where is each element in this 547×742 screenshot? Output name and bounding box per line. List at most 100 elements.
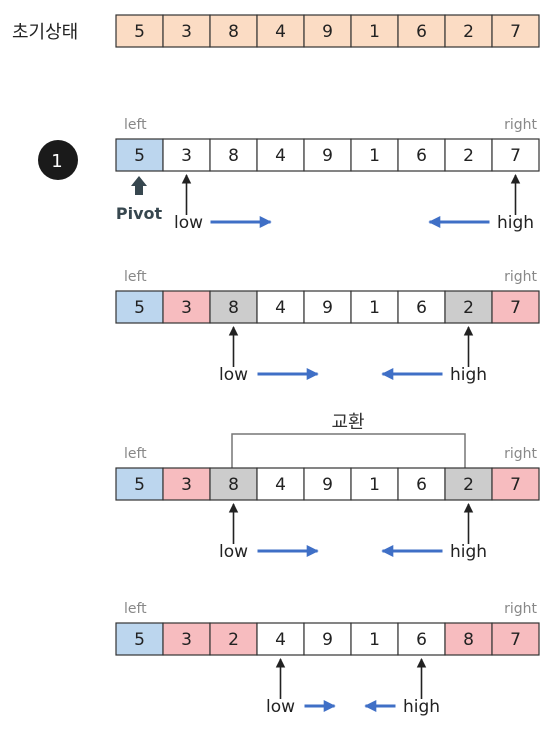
array-cell-box xyxy=(209,290,258,324)
array-cell-value: 7 xyxy=(510,630,521,650)
array-cell-value: 2 xyxy=(463,298,474,318)
array-cell-value: 3 xyxy=(181,630,192,650)
array-cell: 7 xyxy=(491,138,540,172)
right-label: right xyxy=(504,117,537,133)
left-label: left xyxy=(124,269,147,285)
step-badge-number: 1 xyxy=(51,151,62,172)
array-cell: 8 xyxy=(444,622,493,656)
array-cell-box xyxy=(303,14,352,48)
low-label: low xyxy=(219,365,248,385)
array-cell: 5 xyxy=(115,622,164,656)
array-cell: 7 xyxy=(491,14,540,48)
array-cell: 3 xyxy=(162,14,211,48)
array-cell: 4 xyxy=(256,467,305,501)
array-cell-value: 5 xyxy=(134,630,145,650)
array-cell: 4 xyxy=(256,138,305,172)
array-cell: 9 xyxy=(303,290,352,324)
array-cell-box xyxy=(350,467,399,501)
array-cell-box xyxy=(209,14,258,48)
array-cell: 3 xyxy=(162,290,211,324)
array-cell-value: 8 xyxy=(228,298,239,318)
array-cell: 2 xyxy=(444,467,493,501)
array-cell: 1 xyxy=(350,138,399,172)
array-cell-box xyxy=(115,290,164,324)
array-cell-box xyxy=(444,14,493,48)
array-cell-value: 1 xyxy=(369,475,380,495)
array-cell: 9 xyxy=(303,14,352,48)
array-cell-value: 3 xyxy=(181,22,192,42)
array-cell: 6 xyxy=(397,14,446,48)
pivot-label: Pivot xyxy=(116,204,163,223)
array-cell: 9 xyxy=(303,467,352,501)
array-cell: 2 xyxy=(444,14,493,48)
array-cell-box xyxy=(350,138,399,172)
array-cell-box xyxy=(209,467,258,501)
array-cell-box xyxy=(162,138,211,172)
array-cell-value: 3 xyxy=(181,475,192,495)
high-label: high xyxy=(403,697,440,717)
array-cell-value: 2 xyxy=(463,475,474,495)
array-cell: 8 xyxy=(209,14,258,48)
array-cell: 1 xyxy=(350,622,399,656)
array-cell-value: 7 xyxy=(510,146,521,166)
array-cell-value: 8 xyxy=(463,630,474,650)
array-cell-value: 5 xyxy=(134,146,145,166)
array-cell-value: 9 xyxy=(322,475,333,495)
array-cell-box xyxy=(303,138,352,172)
array-cell-value: 2 xyxy=(463,22,474,42)
array-cell-value: 2 xyxy=(228,630,239,650)
array-cell-value: 7 xyxy=(510,298,521,318)
array-cell-box xyxy=(444,290,493,324)
low-label: low xyxy=(219,542,248,562)
array-cell-box xyxy=(491,622,540,656)
array-cell: 2 xyxy=(444,290,493,324)
swap-bracket-line xyxy=(231,433,466,468)
array-cell: 9 xyxy=(303,138,352,172)
pivot-arrow-icon xyxy=(131,176,147,195)
array-cell-box xyxy=(209,622,258,656)
array-cell-value: 1 xyxy=(369,146,380,166)
swap-bracket: 교환 xyxy=(231,412,466,468)
left-label: left xyxy=(124,117,147,133)
array-cell-box xyxy=(115,467,164,501)
array-cell-value: 9 xyxy=(322,22,333,42)
array-cell-value: 9 xyxy=(322,146,333,166)
array-cell-value: 9 xyxy=(322,630,333,650)
array-cell-value: 4 xyxy=(275,298,286,318)
array-cell-value: 6 xyxy=(416,630,427,650)
array-cell-value: 5 xyxy=(134,475,145,495)
array-cell-box xyxy=(397,467,446,501)
array-cell-value: 1 xyxy=(369,298,380,318)
array-cell-box xyxy=(444,467,493,501)
array-cell-box xyxy=(397,290,446,324)
array-cell-value: 7 xyxy=(510,475,521,495)
initial-state-label: 초기상태 xyxy=(12,22,78,43)
array-cell-value: 6 xyxy=(416,475,427,495)
array-cell: 7 xyxy=(491,290,540,324)
high-label: high xyxy=(450,542,487,562)
array-cell: 5 xyxy=(115,138,164,172)
array-cell-box xyxy=(256,138,305,172)
left-label: left xyxy=(124,601,147,617)
array-cell: 2 xyxy=(444,138,493,172)
low-label: low xyxy=(266,697,295,717)
array-cell: 5 xyxy=(115,290,164,324)
array-cell-box xyxy=(162,14,211,48)
array-cell-value: 7 xyxy=(510,22,521,42)
step-badge-circle xyxy=(38,140,78,180)
array-cell-value: 6 xyxy=(416,22,427,42)
array-cell-value: 2 xyxy=(463,146,474,166)
array-cell-box xyxy=(491,14,540,48)
array-cell: 9 xyxy=(303,622,352,656)
array-cell-box xyxy=(209,138,258,172)
array-cell-box xyxy=(350,14,399,48)
array-cell: 4 xyxy=(256,14,305,48)
array-cell: 6 xyxy=(397,138,446,172)
array-cell-value: 3 xyxy=(181,298,192,318)
array-cell-box xyxy=(491,138,540,172)
array-cell-box xyxy=(491,290,540,324)
